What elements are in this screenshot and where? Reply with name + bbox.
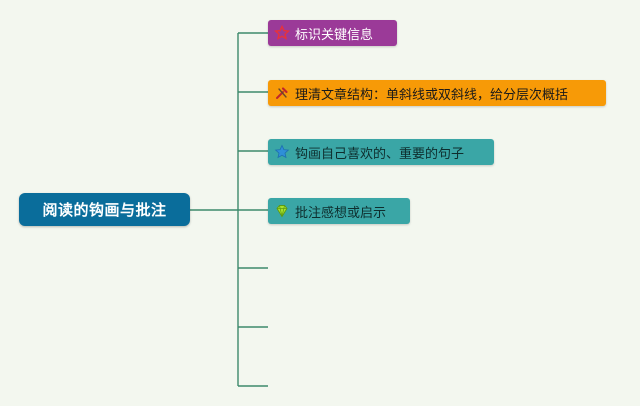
tools-icon (274, 85, 290, 101)
root-topic-label: 阅读的钩画与批注 (42, 201, 167, 219)
branch-key-info[interactable]: 标识关键信息 (268, 20, 397, 46)
branch-label: 标识关键信息 (295, 27, 374, 43)
root-topic[interactable]: 阅读的钩画与批注 (19, 193, 190, 226)
branch-structure[interactable]: 理清文章结构：单斜线或双斜线，给分层次概括 (268, 80, 606, 106)
branch-label: 理清文章结构：单斜线或双斜线，给分层次概括 (295, 87, 569, 103)
star-outline-icon (274, 25, 290, 41)
branch-sentences[interactable]: 钩画自己喜欢的、重要的句子 (268, 139, 494, 165)
branch-label: 钩画自己喜欢的、重要的句子 (295, 146, 465, 162)
diamond-icon (274, 203, 290, 219)
branch-label: 批注感想或启示 (295, 205, 387, 221)
star-icon (274, 144, 290, 160)
branch-annotation[interactable]: 批注感想或启示 (268, 198, 410, 224)
